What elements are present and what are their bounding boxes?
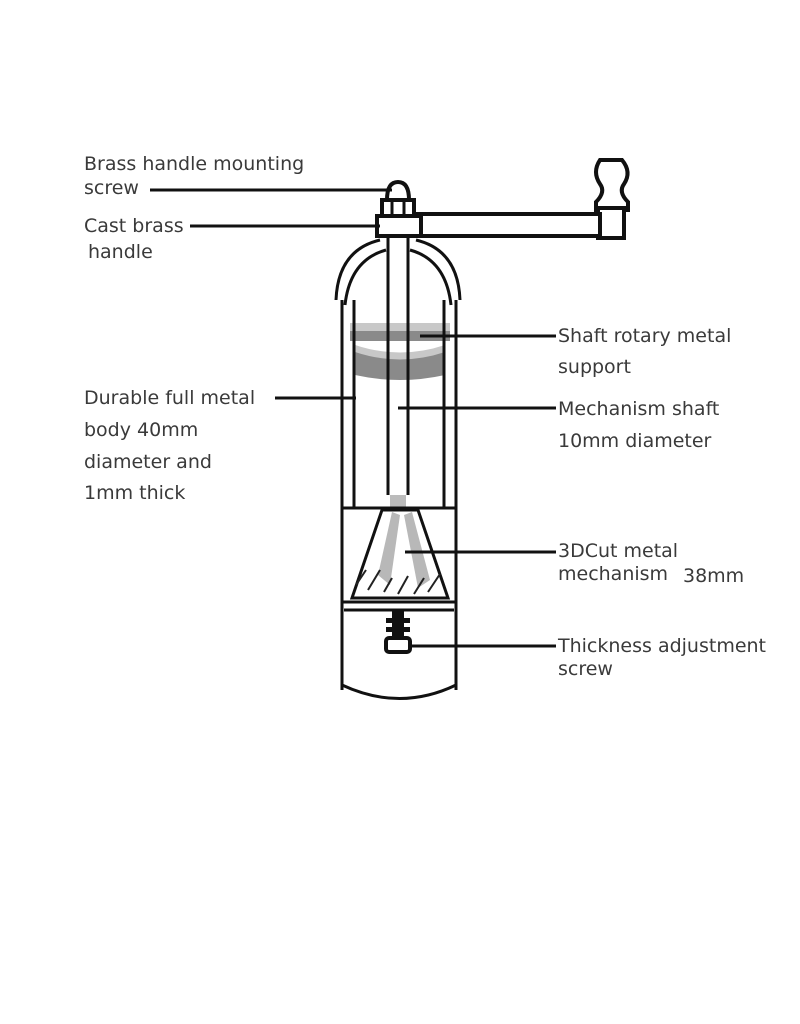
label-cast-handle-1: Cast brass (84, 215, 184, 237)
label-body-4: 1mm thick (84, 482, 185, 504)
crank-arm (416, 212, 602, 238)
label-shaft-1: Mechanism shaft (558, 398, 719, 420)
grinder-drawing (334, 158, 630, 700)
label-rotary-support-2: support (558, 356, 631, 378)
label-rotary-support-1: Shaft rotary metal (558, 325, 731, 347)
label-body-3: diameter and (84, 451, 212, 473)
handle-elbow (596, 206, 626, 240)
handle-hub (375, 214, 423, 238)
label-mechanism-2: mechanism (558, 563, 668, 585)
label-adjustment-1: Thickness adjustment (557, 635, 766, 657)
label-cast-handle-2: handle (88, 241, 153, 263)
label-mechanism-3: 38mm (683, 565, 744, 587)
label-mounting-screw-2: screw (84, 177, 139, 199)
label-adjustment-2: screw (558, 658, 613, 680)
label-mechanism-1: 3DCut metal (558, 540, 678, 562)
label-body-1: Durable full metal (84, 387, 255, 409)
screw-nut (380, 198, 416, 218)
label-body-2: body 40mm (84, 419, 198, 441)
label-mounting-screw-1: Brass handle mounting (84, 153, 304, 175)
handle-knob (594, 158, 630, 212)
label-shaft-2: 10mm diameter (558, 430, 712, 452)
adjustment-screw (384, 636, 412, 654)
leader-lines (150, 188, 556, 648)
